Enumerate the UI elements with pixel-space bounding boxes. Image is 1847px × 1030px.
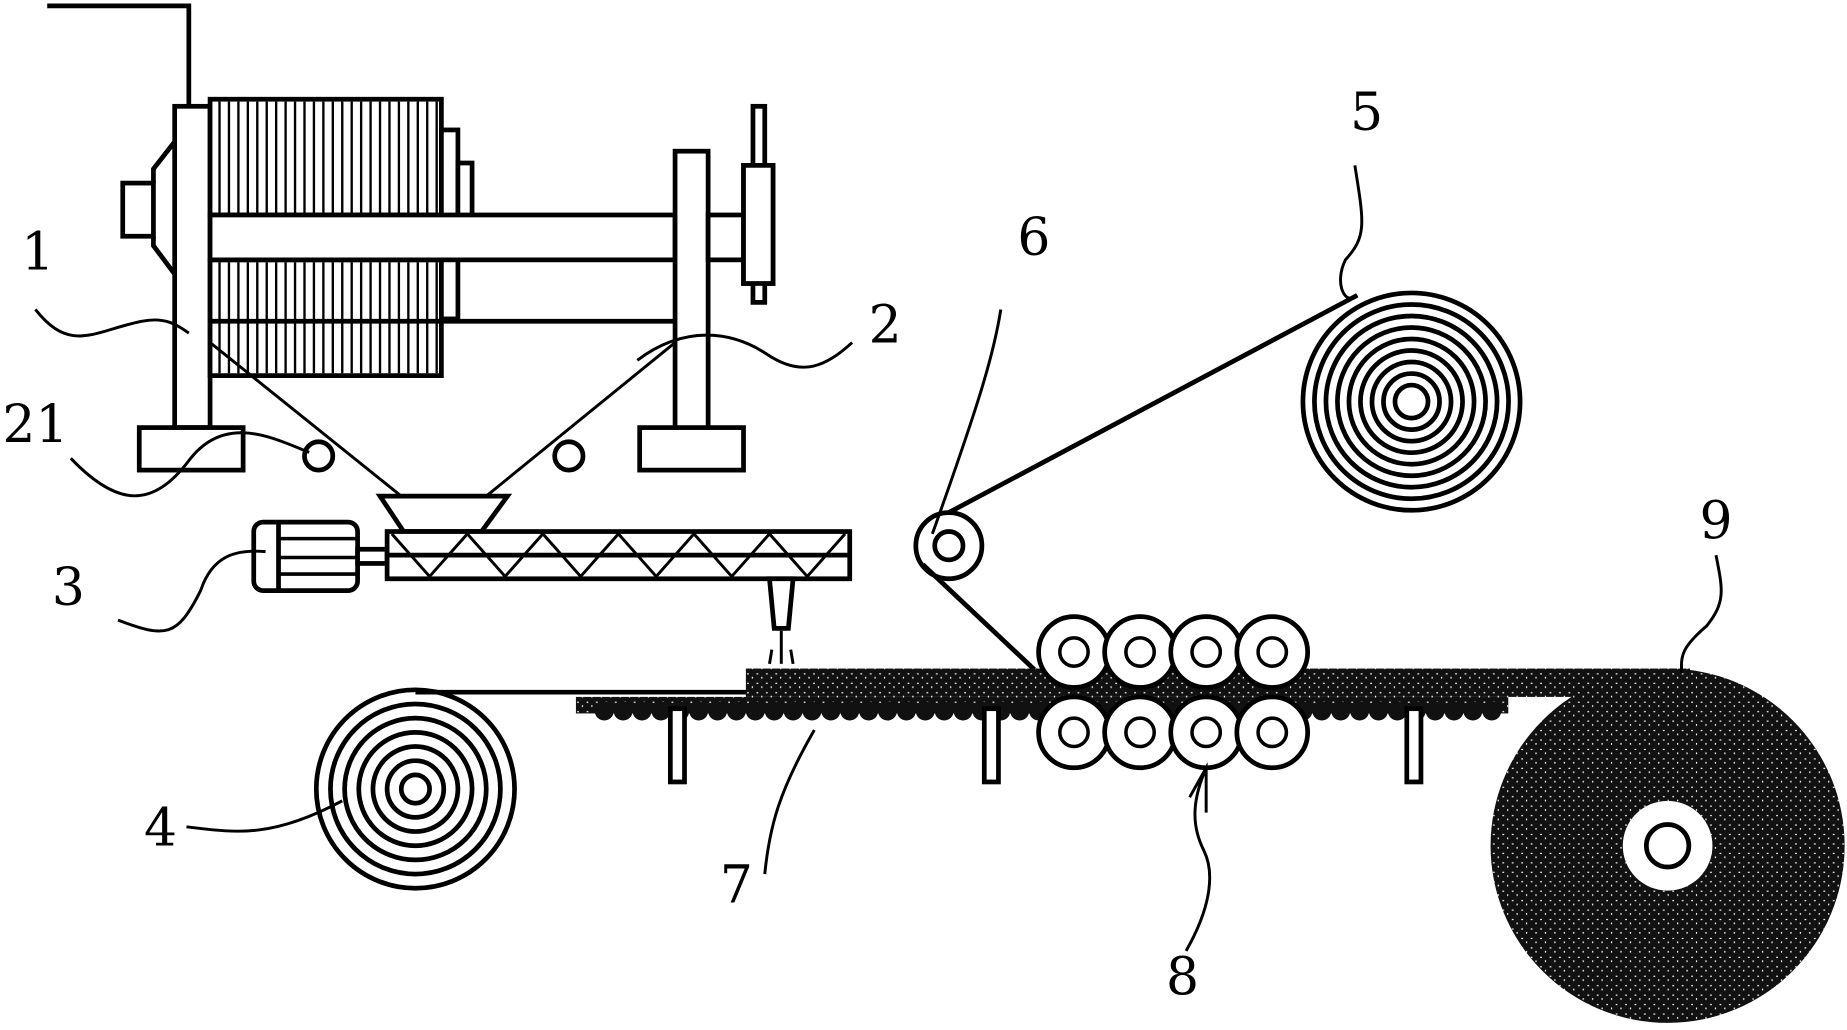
- conveyor-link: [953, 701, 973, 721]
- compaction-roller: [1168, 694, 1244, 771]
- label-2: 2: [869, 296, 902, 356]
- conveyor-link: [802, 701, 822, 721]
- roller-core: [1124, 636, 1156, 668]
- conveyor-link: [1482, 701, 1502, 721]
- conveyor-link: [934, 701, 954, 721]
- roll-layer: [1392, 382, 1431, 421]
- screw-conveyor: [251, 519, 853, 665]
- conveyor-link: [840, 701, 860, 721]
- conveyor-link: [594, 701, 614, 721]
- label-21: 21: [2, 395, 68, 455]
- label-4: 4: [144, 799, 177, 859]
- conveyor-link: [1444, 701, 1464, 721]
- label-1: 1: [21, 222, 54, 282]
- conveyor-link: [689, 701, 709, 721]
- label-8: 8: [1166, 948, 1199, 1008]
- hopper: [209, 341, 676, 534]
- product-roll: [1490, 668, 1845, 1023]
- roll-layer: [1346, 336, 1477, 467]
- label-9: 9: [1699, 492, 1732, 552]
- conveyor-link: [764, 701, 784, 721]
- conveyor-link: [859, 701, 879, 721]
- roll-layer: [342, 715, 489, 863]
- leader-lines: [34, 165, 1723, 952]
- roll-layer: [370, 744, 461, 834]
- compaction-roller: [1234, 614, 1311, 690]
- compaction-roller: [1102, 614, 1178, 690]
- conveyor-link: [821, 701, 841, 721]
- roll-layer: [1369, 359, 1454, 444]
- guide-roller: [913, 293, 1359, 680]
- roll-layer: [1335, 325, 1488, 479]
- conveyor-link: [1425, 701, 1445, 721]
- conveyor-link: [726, 701, 746, 721]
- compaction-roller-group: [1036, 614, 1311, 771]
- top-film-roll: [1300, 290, 1523, 513]
- conveyor-link: [708, 701, 727, 721]
- roll-layer: [328, 701, 503, 877]
- conveyor-link: [915, 701, 935, 721]
- roller-core: [1058, 636, 1090, 668]
- roller-core: [1190, 636, 1223, 668]
- vibrator-left: [302, 439, 336, 473]
- roller-core: [1124, 716, 1156, 749]
- conveyor-link: [1387, 701, 1407, 721]
- conveyor-link: [613, 701, 633, 721]
- conveyor-link: [878, 701, 897, 721]
- filter-plates: [218, 101, 438, 374]
- bottom-film-roll: [313, 687, 517, 891]
- roll-layer: [398, 772, 432, 806]
- compaction-roller: [1168, 614, 1244, 690]
- conveyor-link: [783, 701, 803, 721]
- roll-layer: [1312, 302, 1511, 502]
- roller-core: [1190, 716, 1223, 749]
- roller-core: [1256, 716, 1289, 749]
- vibrator-right: [552, 439, 586, 473]
- conveyor-link: [1369, 701, 1388, 721]
- conveyor-link: [745, 701, 765, 721]
- conveyor-link: [896, 701, 916, 721]
- roll-layer: [384, 758, 447, 820]
- label-6: 6: [1017, 208, 1050, 268]
- label-5: 5: [1350, 83, 1383, 143]
- conveyor-link: [1331, 701, 1351, 721]
- compaction-roller: [1102, 694, 1178, 771]
- roller-core: [1256, 636, 1289, 668]
- conveyor-link: [651, 701, 671, 721]
- roller-core: [1058, 716, 1090, 749]
- roll-layer: [1300, 290, 1523, 513]
- conveyor-link: [1312, 701, 1332, 721]
- conveyor-link: [1350, 701, 1370, 721]
- filter-press: [47, 3, 776, 473]
- roll-layer: [1323, 313, 1500, 490]
- roll-layer: [1358, 348, 1465, 456]
- compaction-roller: [1234, 694, 1311, 771]
- compaction-roller: [1036, 614, 1112, 690]
- roll-layer: [356, 729, 475, 849]
- compaction-roller: [1036, 694, 1112, 771]
- label-7: 7: [720, 855, 753, 915]
- label-3: 3: [52, 558, 85, 618]
- conveyor-link: [1010, 701, 1030, 721]
- conveyor-link: [632, 701, 652, 721]
- roll-layer: [1381, 371, 1442, 433]
- conveyor-link: [1463, 701, 1483, 721]
